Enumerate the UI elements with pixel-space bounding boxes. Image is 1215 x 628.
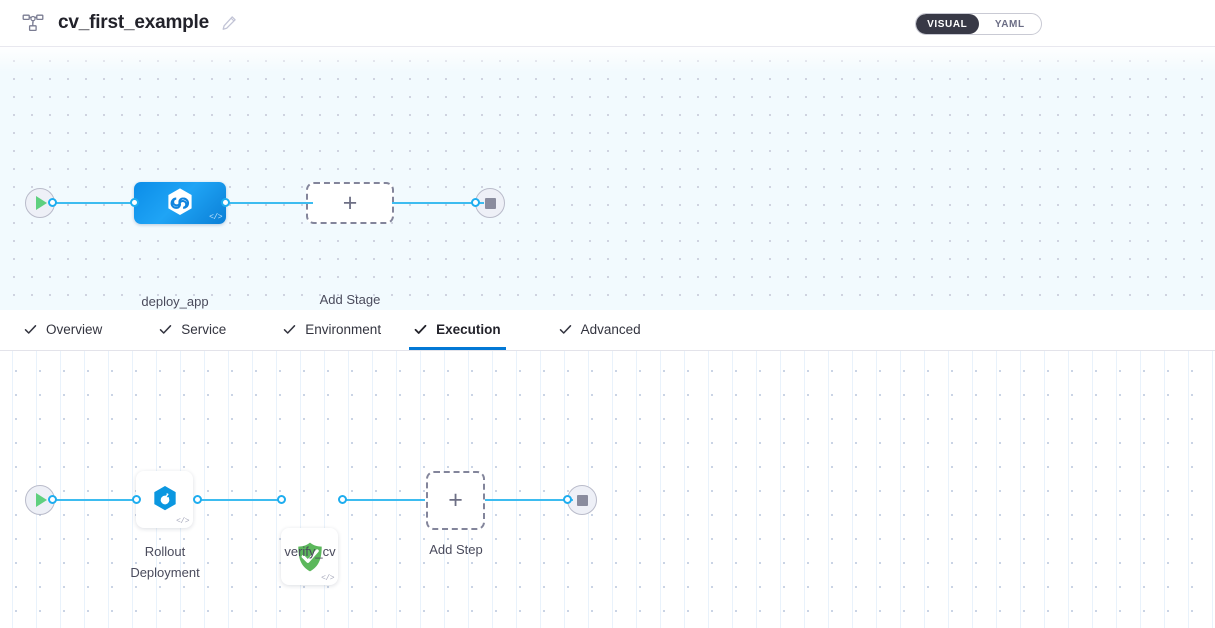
stage-connector-2 bbox=[223, 202, 313, 204]
rollout-inbound-dot[interactable] bbox=[132, 495, 141, 504]
code-badge-icon: </> bbox=[209, 213, 222, 222]
rollout-deployment-icon bbox=[153, 485, 176, 510]
stage-graph-canvas[interactable]: </> deploy_app + Add Stage bbox=[0, 47, 1215, 310]
step-node-verify-cv[interactable]: </> bbox=[281, 528, 338, 585]
step-node-rollout-deployment[interactable]: </> bbox=[136, 471, 193, 528]
header-bar: cv_first_example VISUAL YAML bbox=[0, 0, 1215, 47]
step-connector-2 bbox=[195, 499, 283, 501]
pipeline-flow-icon bbox=[22, 12, 44, 34]
tab-label: Execution bbox=[436, 322, 501, 337]
tab-label: Overview bbox=[46, 322, 103, 337]
stage-connector-3 bbox=[392, 202, 484, 204]
stage-inbound-dot[interactable] bbox=[130, 198, 139, 207]
add-step-button[interactable]: + bbox=[426, 471, 485, 530]
play-icon bbox=[36, 493, 47, 507]
verify-inbound-dot[interactable] bbox=[277, 495, 286, 504]
step-connector-4 bbox=[485, 499, 573, 501]
check-icon bbox=[414, 323, 427, 336]
stage-end-connector-dot[interactable] bbox=[471, 198, 480, 207]
stage-node-deploy-app[interactable]: </> bbox=[134, 182, 226, 224]
play-icon bbox=[36, 196, 47, 210]
add-stage-label: Add Stage bbox=[319, 292, 381, 307]
plus-icon: + bbox=[448, 486, 463, 514]
tab-overview[interactable]: Overview bbox=[22, 309, 104, 350]
page-title: cv_first_example bbox=[58, 12, 210, 33]
pencil-edit-icon[interactable] bbox=[221, 15, 237, 31]
stage-outbound-dot[interactable] bbox=[221, 198, 230, 207]
step-graph-canvas[interactable]: </> Rollout Deployment </> verify_cv + A… bbox=[0, 351, 1215, 628]
check-icon bbox=[283, 323, 296, 336]
check-icon bbox=[24, 323, 37, 336]
tab-environment[interactable]: Environment bbox=[281, 309, 383, 350]
verify-outbound-dot[interactable] bbox=[338, 495, 347, 504]
view-mode-toggle[interactable]: VISUAL YAML bbox=[915, 13, 1042, 35]
code-badge-icon: </> bbox=[176, 517, 189, 526]
tab-execution[interactable]: Execution bbox=[409, 309, 506, 350]
stage-start-node[interactable] bbox=[25, 188, 55, 218]
step-connector-1 bbox=[52, 499, 137, 501]
step-end-connector-dot[interactable] bbox=[563, 495, 572, 504]
stage-config-tabs[interactable]: Overview Service Environment Execution A… bbox=[0, 310, 1215, 351]
check-icon bbox=[159, 323, 172, 336]
toggle-option-yaml[interactable]: YAML bbox=[994, 18, 1025, 30]
green-shield-check-icon bbox=[297, 542, 322, 571]
tab-service[interactable]: Service bbox=[157, 309, 228, 350]
start-node-circle[interactable] bbox=[25, 188, 55, 218]
step-label-verify-cv: verify_cv bbox=[284, 544, 336, 559]
step-connector-3 bbox=[340, 499, 425, 501]
stage-connector-1 bbox=[52, 202, 137, 204]
step-start-connector-dot[interactable] bbox=[48, 495, 57, 504]
stage-label-deploy-app: deploy_app bbox=[141, 294, 209, 309]
tab-label: Advanced bbox=[580, 322, 641, 337]
tab-label: Environment bbox=[305, 322, 382, 337]
check-icon bbox=[559, 323, 572, 336]
harness-hexagon-icon bbox=[168, 188, 192, 215]
plus-icon: + bbox=[342, 188, 358, 217]
tab-advanced[interactable]: Advanced bbox=[557, 309, 643, 350]
step-label-rollout-deployment: Rollout Deployment bbox=[130, 544, 200, 580]
stage-start-connector-dot[interactable] bbox=[48, 198, 57, 207]
toggle-option-visual[interactable]: VISUAL bbox=[916, 14, 979, 34]
stop-icon bbox=[484, 197, 496, 209]
rollout-outbound-dot[interactable] bbox=[193, 495, 202, 504]
stop-icon bbox=[576, 494, 588, 506]
add-step-label: Add Step bbox=[429, 542, 483, 557]
add-stage-button[interactable]: + bbox=[306, 182, 394, 224]
stage-box[interactable]: </> bbox=[134, 182, 226, 224]
code-badge-icon: </> bbox=[321, 574, 334, 583]
tab-label: Service bbox=[181, 322, 227, 337]
